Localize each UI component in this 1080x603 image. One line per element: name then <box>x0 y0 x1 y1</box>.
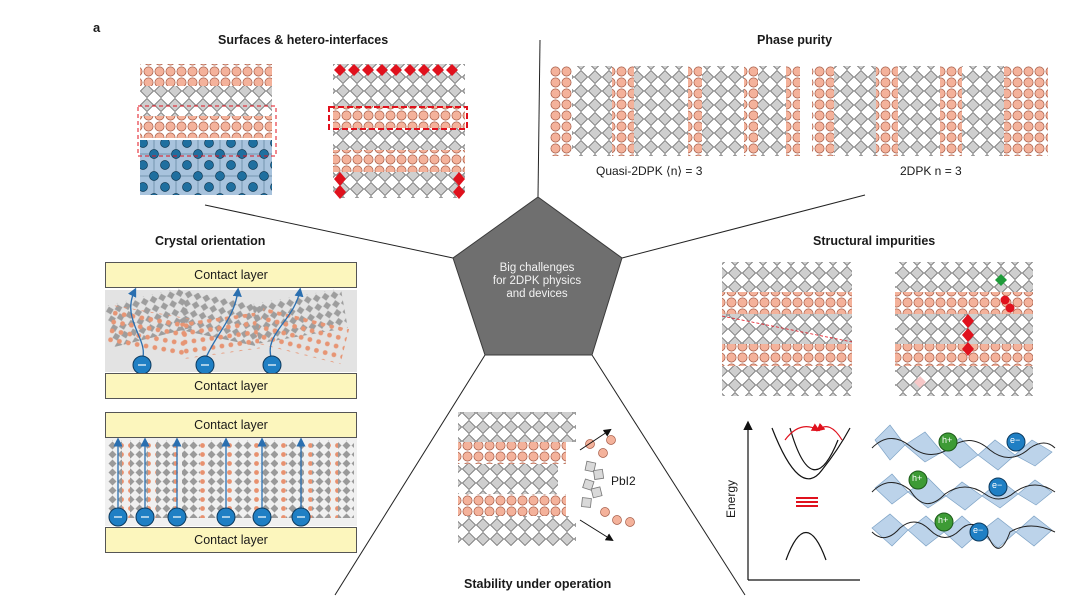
green-defect-icon <box>995 274 1007 286</box>
surfaces-title: Surfaces & hetero-interfaces <box>218 33 389 47</box>
electron-icon <box>132 355 152 375</box>
pbi2-label: PbI2 <box>611 474 636 488</box>
electron-icon <box>108 507 128 527</box>
hole-icon <box>934 512 954 532</box>
panel-letter: a <box>93 20 101 35</box>
impurities-right-structure <box>895 262 1033 396</box>
electron-icon <box>135 507 155 527</box>
electrons <box>108 355 311 527</box>
hole-icon <box>938 432 958 452</box>
pbi2-fragments <box>581 460 605 508</box>
surfaces-left-structure <box>137 64 277 195</box>
contact-layer-top-1: Contact layer <box>105 262 357 288</box>
hole-label-2: h+ <box>912 473 923 483</box>
surfaces-right-structure <box>328 64 468 199</box>
crystal-orientation-title: Crystal orientation <box>155 234 266 248</box>
vertical-grains <box>108 440 354 518</box>
divider-lines <box>204 39 866 596</box>
center-line-2: for 2DPK physics <box>492 275 582 287</box>
electron-label-1: e− <box>1010 435 1021 445</box>
electron-icon <box>167 507 187 527</box>
phase-purity-title: Phase purity <box>757 33 833 47</box>
hole-label-3: h+ <box>938 515 949 525</box>
center-line-3: and devices <box>506 288 568 300</box>
electron-icon <box>216 507 236 527</box>
phase-quasi-caption: Quasi-2DPK ⟨n⟩ = 3 <box>596 164 703 178</box>
stability-structure <box>458 412 635 546</box>
contact-layer-bottom-1: Contact layer <box>105 373 357 399</box>
electron-icon <box>291 507 311 527</box>
phase-pure-caption: 2DPK n = 3 <box>900 164 962 178</box>
polaron-chains <box>871 424 1056 549</box>
impurities-left-structure <box>721 262 853 396</box>
contact-layer-top-2: Contact layer <box>105 412 357 438</box>
electron-icon <box>262 355 282 375</box>
electron-label-2: e− <box>992 480 1003 490</box>
orientation-top-device <box>104 286 357 372</box>
electron-icon <box>969 522 989 542</box>
hole-icon <box>908 470 928 490</box>
contact-layer-bottom-2: Contact layer <box>105 527 357 553</box>
center-pentagon <box>452 196 623 356</box>
energy-axis-label: Energy <box>724 479 739 519</box>
electron-icon <box>195 355 215 375</box>
energy-diagram <box>743 420 860 581</box>
straight-carrier-paths <box>113 437 306 508</box>
phase-purity-pure <box>812 66 1048 156</box>
curved-carrier-paths <box>128 287 304 361</box>
structural-impurities-title: Structural impurities <box>813 234 936 248</box>
center-label: Big challenges for 2DPK physics and devi… <box>478 262 596 301</box>
phase-purity-quasi <box>550 66 800 156</box>
center-line-1: Big challenges <box>499 262 575 274</box>
electron-label-3: e− <box>973 525 984 535</box>
electron-icon <box>1006 432 1026 452</box>
red-surface-octahedra <box>334 64 458 76</box>
hole-label-1: h+ <box>942 435 953 445</box>
stability-title: Stability under operation <box>464 577 612 591</box>
electron-icon <box>252 507 272 527</box>
electron-icon <box>988 477 1008 497</box>
